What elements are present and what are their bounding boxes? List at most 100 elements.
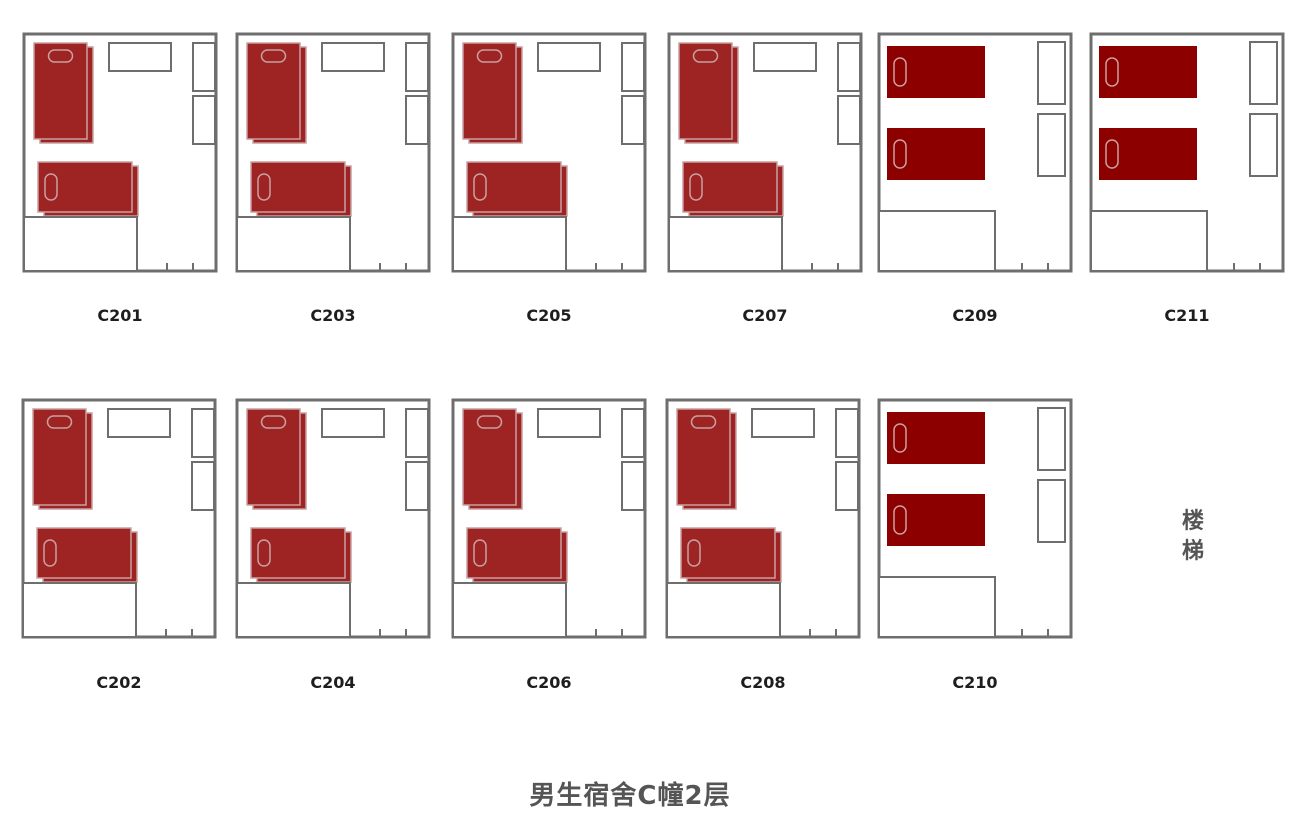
bunk-bed-vertical — [462, 408, 523, 510]
room-c201 — [22, 32, 218, 273]
bathroom — [878, 576, 996, 638]
bed-lower-frame — [250, 161, 346, 213]
bed-lower-frame — [32, 408, 87, 506]
wardrobe — [1037, 113, 1066, 177]
bed-single — [887, 128, 985, 180]
wardrobe — [837, 95, 861, 145]
room-label-c205: C205 — [526, 306, 572, 325]
bunk-bed-vertical — [678, 42, 739, 144]
desk — [753, 42, 817, 72]
pillow-icon — [476, 49, 503, 63]
pillow-icon — [47, 49, 74, 63]
bed-lower-frame — [246, 42, 301, 140]
bed-lower-frame — [250, 527, 346, 579]
bunk-bed-horizontal — [680, 527, 782, 583]
pillow-icon — [893, 423, 907, 453]
wardrobe — [191, 408, 215, 458]
pillow-icon — [893, 57, 907, 87]
desk — [108, 42, 172, 72]
pillow-icon — [1105, 57, 1119, 87]
room-label-c207: C207 — [742, 306, 788, 325]
wardrobe — [835, 408, 859, 458]
room-c206 — [451, 398, 647, 639]
wardrobe — [405, 95, 429, 145]
bed-frame — [887, 412, 985, 464]
room-label-c203: C203 — [310, 306, 356, 325]
bed-frame — [1099, 46, 1197, 98]
bathroom — [668, 216, 783, 272]
desk — [537, 408, 601, 438]
bed-single — [887, 46, 985, 98]
room-c209 — [877, 32, 1073, 273]
stairs-label: 楼 梯 — [1168, 507, 1218, 567]
desk — [107, 408, 171, 438]
room-c202 — [21, 398, 217, 639]
wardrobe — [621, 95, 645, 145]
room-label-c211: C211 — [1164, 306, 1210, 325]
bed-single — [1099, 46, 1197, 98]
bed-frame — [1099, 128, 1197, 180]
bathroom — [452, 582, 567, 638]
room-c211 — [1089, 32, 1285, 273]
room-label-c201: C201 — [97, 306, 143, 325]
bunk-bed-vertical — [462, 42, 523, 144]
bed-lower-frame — [462, 42, 517, 140]
room-c203 — [235, 32, 431, 273]
bed-lower-frame — [678, 42, 733, 140]
wardrobe — [405, 408, 429, 458]
room-label-c210: C210 — [952, 673, 998, 692]
bed-single — [887, 494, 985, 546]
wardrobe — [192, 95, 216, 145]
stairs-char-2: 梯 — [1181, 539, 1204, 564]
bed-frame — [887, 494, 985, 546]
bathroom — [236, 582, 351, 638]
room-label-c209: C209 — [952, 306, 998, 325]
desk — [537, 42, 601, 72]
pillow-icon — [692, 49, 719, 63]
pillow-icon — [257, 539, 271, 567]
bunk-bed-vertical — [246, 42, 307, 144]
wardrobe — [1037, 41, 1066, 105]
room-c207 — [667, 32, 863, 273]
wardrobe — [405, 461, 429, 511]
pillow-icon — [44, 173, 58, 201]
bunk-bed-horizontal — [250, 161, 352, 217]
pillow-icon — [687, 539, 701, 567]
bunk-bed-horizontal — [36, 527, 138, 583]
bathroom — [1090, 210, 1208, 272]
wardrobe — [1037, 479, 1066, 543]
bed-lower-frame — [33, 42, 88, 140]
bathroom — [452, 216, 567, 272]
bed-lower-frame — [680, 527, 776, 579]
pillow-icon — [260, 49, 287, 63]
bunk-bed-vertical — [676, 408, 737, 510]
pillow-icon — [893, 139, 907, 169]
room-c210 — [877, 398, 1073, 639]
bathroom — [666, 582, 781, 638]
room-label-c204: C204 — [310, 673, 356, 692]
desk — [321, 408, 385, 438]
desk — [751, 408, 815, 438]
pillow-icon — [473, 173, 487, 201]
wardrobe — [621, 408, 645, 458]
pillow-icon — [260, 415, 287, 429]
bunk-bed-vertical — [32, 408, 93, 510]
wardrobe — [837, 42, 861, 92]
bed-single — [1099, 128, 1197, 180]
room-c208 — [665, 398, 861, 639]
bed-single — [887, 412, 985, 464]
room-label-c202: C202 — [96, 673, 142, 692]
room-label-c208: C208 — [740, 673, 786, 692]
bed-lower-frame — [36, 527, 132, 579]
room-c204 — [235, 398, 431, 639]
pillow-icon — [43, 539, 57, 567]
wardrobe — [191, 461, 215, 511]
wardrobe — [1037, 407, 1066, 471]
room-label-c206: C206 — [526, 673, 572, 692]
bed-lower-frame — [466, 161, 562, 213]
bed-frame — [887, 128, 985, 180]
bathroom — [22, 582, 137, 638]
bed-lower-frame — [246, 408, 301, 506]
